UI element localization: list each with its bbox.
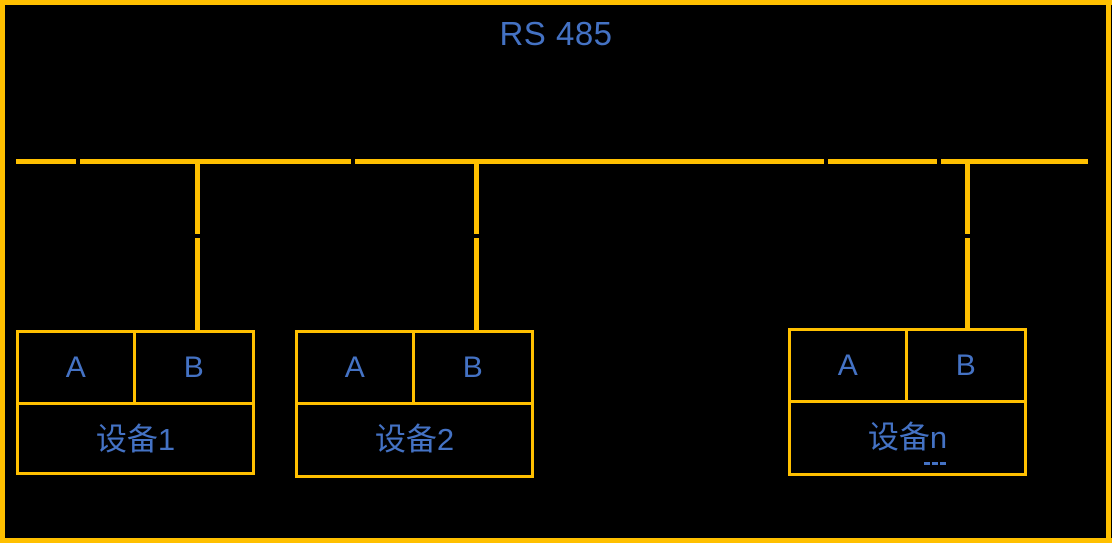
drop-line-device-n-segment-2	[965, 238, 970, 330]
canvas-border-top	[0, 0, 1112, 5]
bus-line-segment-1	[16, 159, 76, 164]
bus-line-segment-5	[941, 159, 1088, 164]
device-1-name-row: 设备1	[19, 405, 252, 474]
drop-line-device-2-segment-1	[474, 162, 479, 234]
device-n-name-row: 设备n	[791, 403, 1024, 472]
device-n-label: 设备n	[868, 422, 947, 465]
drop-line-device-1-segment-2	[195, 238, 200, 332]
canvas-border-bottom	[0, 538, 1112, 543]
canvas-border-right	[1106, 0, 1111, 543]
bus-line-segment-4	[828, 159, 937, 164]
device-n-port-a[interactable]: A	[791, 331, 908, 400]
device-2-label: 设备2	[374, 422, 455, 457]
bus-line-segment-3	[355, 159, 824, 164]
device-2-name-row: 设备2	[298, 405, 531, 474]
drop-line-device-n-segment-1	[965, 162, 970, 234]
canvas-border-left	[0, 0, 5, 543]
device-n-dashed-underline-mark	[924, 462, 947, 465]
device-1-port-a[interactable]: A	[19, 333, 136, 402]
device-2-port-b[interactable]: B	[462, 350, 483, 384]
device-2-port-a[interactable]: A	[298, 333, 415, 402]
device-1-port-b[interactable]: B	[183, 350, 204, 384]
device-1-label: 设备1	[95, 422, 176, 457]
drop-line-device-2-segment-2	[474, 238, 479, 332]
diagram-title: RS 485	[499, 15, 613, 52]
bus-line-segment-2	[80, 159, 351, 164]
device-n-port-b[interactable]: B	[955, 348, 976, 382]
drop-line-device-1-segment-1	[195, 162, 200, 234]
